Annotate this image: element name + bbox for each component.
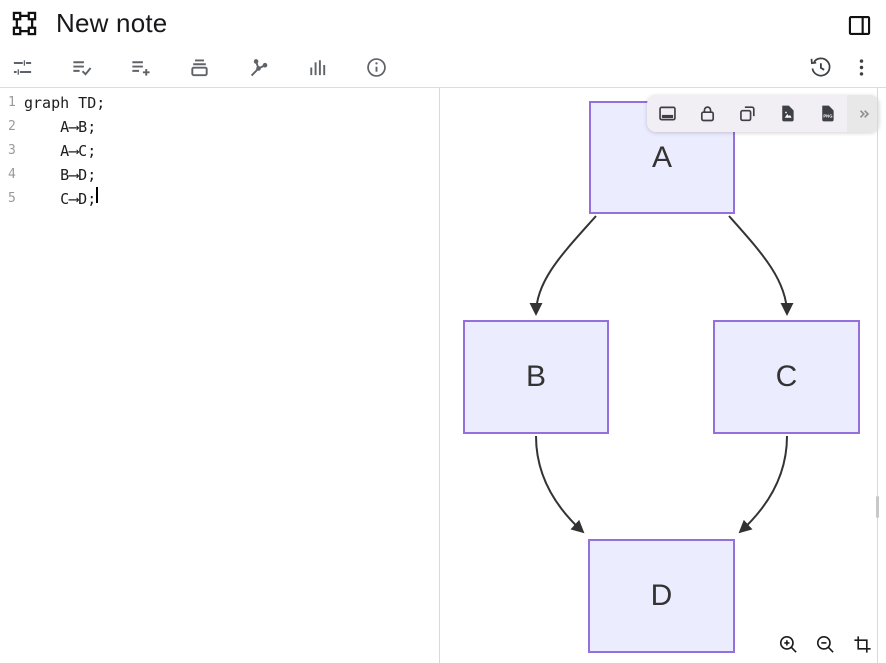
page-title: New note [56, 8, 168, 38]
export-image-button[interactable] [767, 95, 807, 132]
main-split: 1 graph TD; 2 A⟶B; 3 A⟶C; 4 B⟶D; 5 C⟶D; [0, 88, 886, 663]
line-number: 2 [8, 119, 16, 134]
bar-chart-button[interactable] [300, 51, 334, 85]
code-line[interactable]: 3 A⟶C; [0, 139, 439, 163]
diagram-node-b[interactable]: B [463, 320, 609, 434]
diagram-canvas[interactable]: A B C D [440, 88, 886, 663]
node-label: D [650, 579, 673, 612]
line-number: 1 [8, 95, 16, 110]
edge-a-b [529, 215, 597, 316]
diagram-node-d[interactable]: D [588, 539, 735, 653]
line-number: 4 [8, 167, 16, 182]
list-add-button[interactable] [123, 51, 157, 85]
zoom-in-button[interactable] [777, 633, 799, 655]
duplicate-button[interactable] [727, 95, 767, 132]
edge-c-d [738, 435, 788, 534]
zoom-controls [777, 633, 873, 655]
code-text: B⟶D; [24, 166, 97, 184]
zoom-out-button[interactable] [814, 633, 836, 655]
header-toolbar-right [803, 47, 878, 88]
archive-button[interactable] [182, 51, 216, 85]
code-line[interactable]: 2 A⟶B; [0, 115, 439, 139]
title-row: New note [0, 0, 886, 47]
canvas-toolbar: PNG [647, 95, 879, 132]
line-number: 3 [8, 143, 16, 158]
list-check-button[interactable] [64, 51, 98, 85]
diagram-node-c[interactable]: C [713, 320, 860, 434]
svg-text:PNG: PNG [823, 114, 832, 119]
scrollbar-thumb[interactable] [876, 496, 879, 518]
code-editor[interactable]: 1 graph TD; 2 A⟶B; 3 A⟶C; 4 B⟶D; 5 C⟶D; [0, 88, 440, 663]
node-label: A [651, 140, 672, 174]
code-text: A⟶C; [24, 142, 97, 160]
edge-a-c [728, 215, 794, 316]
graph-button[interactable] [241, 51, 275, 85]
tune-button[interactable] [5, 51, 39, 85]
history-button[interactable] [803, 51, 837, 85]
node-label: B [525, 360, 546, 393]
frame-icon [11, 10, 38, 37]
code-text: graph TD; [24, 94, 106, 112]
fit-selection-button[interactable] [851, 633, 873, 655]
info-button[interactable] [359, 51, 393, 85]
panel-toggle-icon[interactable] [846, 12, 873, 39]
code-text: A⟶B; [24, 118, 97, 136]
line-number: 5 [8, 191, 16, 206]
code-line[interactable]: 4 B⟶D; [0, 163, 439, 187]
export-png-button[interactable]: PNG [807, 95, 847, 132]
code-text: C⟶D; [24, 190, 97, 208]
edge-b-d [535, 435, 585, 534]
bottom-panel-button[interactable] [647, 95, 687, 132]
header-toolbar [0, 47, 886, 88]
code-line[interactable]: 1 graph TD; [0, 91, 439, 115]
lock-button[interactable] [687, 95, 727, 132]
node-label: C [775, 360, 798, 393]
app-header: New note [0, 0, 886, 88]
text-cursor [96, 187, 99, 203]
toolbar-expand-icon[interactable] [847, 95, 879, 132]
scrollbar-track[interactable] [877, 88, 878, 663]
more-options-button[interactable] [844, 51, 878, 85]
code-line[interactable]: 5 C⟶D; [0, 187, 439, 211]
